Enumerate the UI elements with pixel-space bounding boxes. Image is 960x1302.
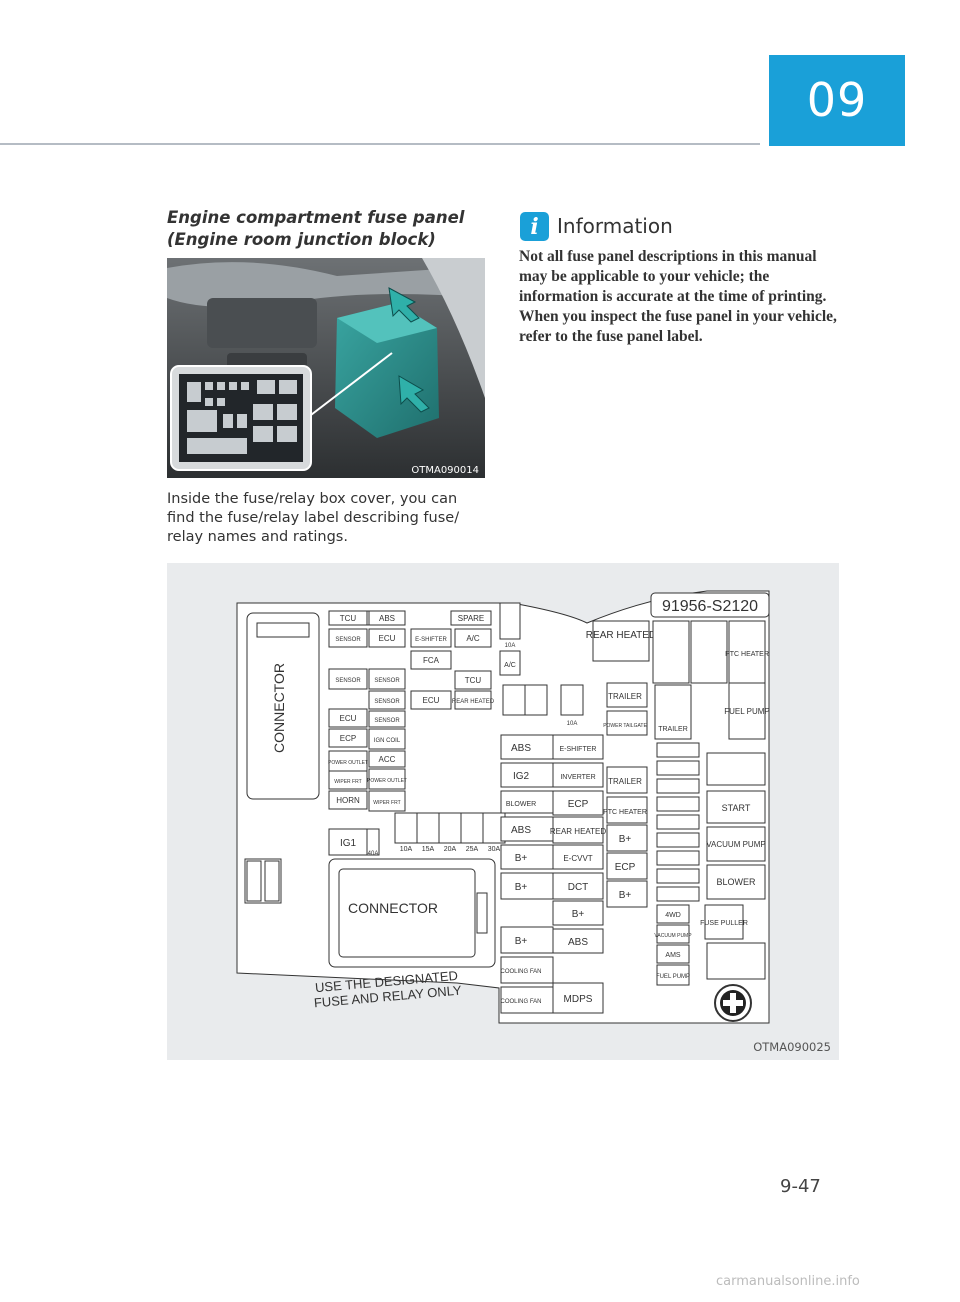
fuse-abs: ABS bbox=[379, 614, 395, 623]
fuse-ams: AMS bbox=[665, 952, 681, 959]
fuse-sensor-2: SENSOR bbox=[335, 678, 361, 684]
spare-10a: 10A bbox=[400, 846, 413, 853]
fuse-ign-coil: IGN COIL bbox=[374, 738, 401, 744]
connector-horizontal: CONNECTOR bbox=[348, 900, 438, 916]
section-title-line2: (Engine room junction block) bbox=[167, 230, 436, 249]
spare-25a: 25A bbox=[466, 846, 479, 853]
spare-15a: 15A bbox=[422, 846, 435, 853]
fuse-puller: FUSE PULLER bbox=[700, 920, 748, 927]
fuse-b-plus-2: B+ bbox=[515, 882, 528, 893]
fuse-b-plus-3: B+ bbox=[515, 936, 528, 947]
relay-rear-heated: REAR HEATED bbox=[586, 630, 656, 641]
fuse-power-outlet-2: POWER OUTLET bbox=[367, 778, 407, 784]
info-title: Information bbox=[557, 214, 673, 238]
spare-20a: 20A bbox=[444, 846, 457, 853]
fuse-4wd: 4WD bbox=[665, 912, 681, 919]
fuse-sensor-5: SENSOR bbox=[374, 718, 400, 724]
fuse-dct: DCT bbox=[568, 882, 589, 893]
fuse-b-plus-6: B+ bbox=[619, 890, 632, 901]
fuse-a-c-2: A/C bbox=[504, 662, 516, 669]
info-icon: i bbox=[520, 212, 549, 241]
engine-bay-illustration bbox=[167, 258, 485, 478]
relay-vacuum-pump: VACUUM PUMP bbox=[706, 840, 765, 849]
fuse-tcu-2: TCU bbox=[465, 676, 482, 685]
fuse-cooling-fan-1: COOLING FAN bbox=[500, 969, 541, 975]
heated-mirror-rating: 10A bbox=[567, 721, 578, 727]
fuse-wiper-frt-1: WIPER FRT bbox=[334, 779, 361, 785]
fuse-panel-diagram: 91956-S2120 CONNECTOR CONNECTOR USE THE … bbox=[167, 563, 839, 1060]
fuse-fuel-pump: FUEL PUMP bbox=[656, 974, 690, 980]
section-title: Engine compartment fuse panel (Engine ro… bbox=[167, 207, 487, 251]
spare-row: 10A 15A 20A 25A 30A bbox=[394, 812, 506, 853]
fuse-abs-3: ABS bbox=[568, 937, 588, 948]
diagram-code: OTMA090025 bbox=[753, 1040, 831, 1054]
fuse-ptc-heater: PTC HEATER bbox=[603, 809, 647, 816]
fuse-inverter: INVERTER bbox=[560, 774, 595, 781]
fuse-ecu-2: ECU bbox=[423, 696, 440, 705]
fuse-ig1-rating: 40A bbox=[368, 851, 379, 857]
fuse-rear-heated-small: REAR HEATED bbox=[452, 699, 495, 705]
fuse-ig1: IG1 bbox=[340, 838, 357, 849]
photo-caption: Inside the fuse/relay box cover, you can… bbox=[167, 491, 460, 545]
fuse-horn: HORN bbox=[336, 796, 360, 805]
fuse-cooling-fan-2: COOLING FAN bbox=[500, 999, 541, 1005]
fuse-power-tailgate: POWER TAILGATE bbox=[603, 723, 647, 729]
connector-vertical: CONNECTOR bbox=[271, 663, 287, 753]
spare-30a: 30A bbox=[488, 846, 501, 853]
fuse-rear-heated-2: REAR HEATED bbox=[550, 827, 607, 836]
page-number: 9-47 bbox=[780, 1176, 821, 1197]
relay-fuel-pump: FUEL PUMP bbox=[724, 707, 770, 716]
fuse-e-shifter-1: E-SHIFTER bbox=[415, 637, 447, 643]
fuse-ecp-3: ECP bbox=[615, 862, 636, 873]
ground-terminal bbox=[714, 984, 752, 1022]
fuse-panel-drawing: 91956-S2120 CONNECTOR CONNECTOR USE THE … bbox=[236, 590, 770, 1024]
fuse-b-plus-4: B+ bbox=[572, 909, 585, 920]
fuse-fca: FCA bbox=[423, 656, 440, 665]
relay-trailer: TRAILER bbox=[658, 726, 688, 733]
fuse-sensor-3: SENSOR bbox=[374, 678, 400, 684]
fuse-mdps: MDPS bbox=[564, 994, 593, 1005]
watermark: carmanualsonline.info bbox=[716, 1274, 860, 1289]
fuse-a-c: A/C bbox=[466, 634, 480, 643]
fuse-e-cvvt: E-CVVT bbox=[563, 854, 592, 863]
fuse-abs-big: ABS bbox=[511, 743, 531, 754]
relay-ptc-heater: PTC HEATER bbox=[725, 651, 769, 658]
fuse-wiper-frt-2: WIPER FRT bbox=[373, 800, 400, 806]
fuse-sensor-1: SENSOR bbox=[335, 637, 361, 643]
fuse-ecp-1: ECP bbox=[340, 734, 356, 743]
fuse-trailer-1: TRAILER bbox=[608, 692, 642, 701]
engine-bay-photo: OTMA090014 bbox=[167, 258, 485, 478]
fuse-power-outlet-1: POWER OUTLET bbox=[328, 760, 368, 766]
photo-code: OTMA090014 bbox=[411, 465, 479, 476]
section-title-line1: Engine compartment fuse panel bbox=[167, 208, 465, 227]
fuse-ig2: IG2 bbox=[513, 771, 530, 782]
fuse-tcu: TCU bbox=[340, 614, 357, 623]
fuse-trailer-2: TRAILER bbox=[608, 777, 642, 786]
fuse-ecp-2: ECP bbox=[568, 799, 589, 810]
relay-blower: BLOWER bbox=[716, 877, 756, 887]
fuse-blower-small: BLOWER bbox=[506, 801, 536, 808]
part-number: 91956-S2120 bbox=[662, 598, 758, 615]
header-rule bbox=[0, 143, 760, 145]
fuse-b-plus-1: B+ bbox=[515, 853, 528, 864]
info-body: Not all fuse panel descriptions in this … bbox=[519, 248, 837, 345]
fuse-acc: ACC bbox=[379, 755, 396, 764]
fuse-b-plus-5: B+ bbox=[619, 834, 632, 845]
chapter-tab: 09 bbox=[769, 55, 905, 146]
relay-start: START bbox=[722, 803, 751, 813]
fuse-ecu-1: ECU bbox=[379, 634, 396, 643]
fuse-ecu-3: ECU bbox=[340, 714, 357, 723]
vacuum-pump-rating: 10A bbox=[505, 643, 516, 649]
fuse-sensor-4: SENSOR bbox=[374, 699, 400, 705]
fuse-abs-big-2: ABS bbox=[511, 825, 531, 836]
fuse-e-shifter-2: E-SHIFTER bbox=[560, 746, 597, 753]
fuse-vacuum-pump-small: VACUUM PUMP bbox=[654, 933, 692, 939]
fuse-spare-top: SPARE bbox=[458, 614, 485, 623]
